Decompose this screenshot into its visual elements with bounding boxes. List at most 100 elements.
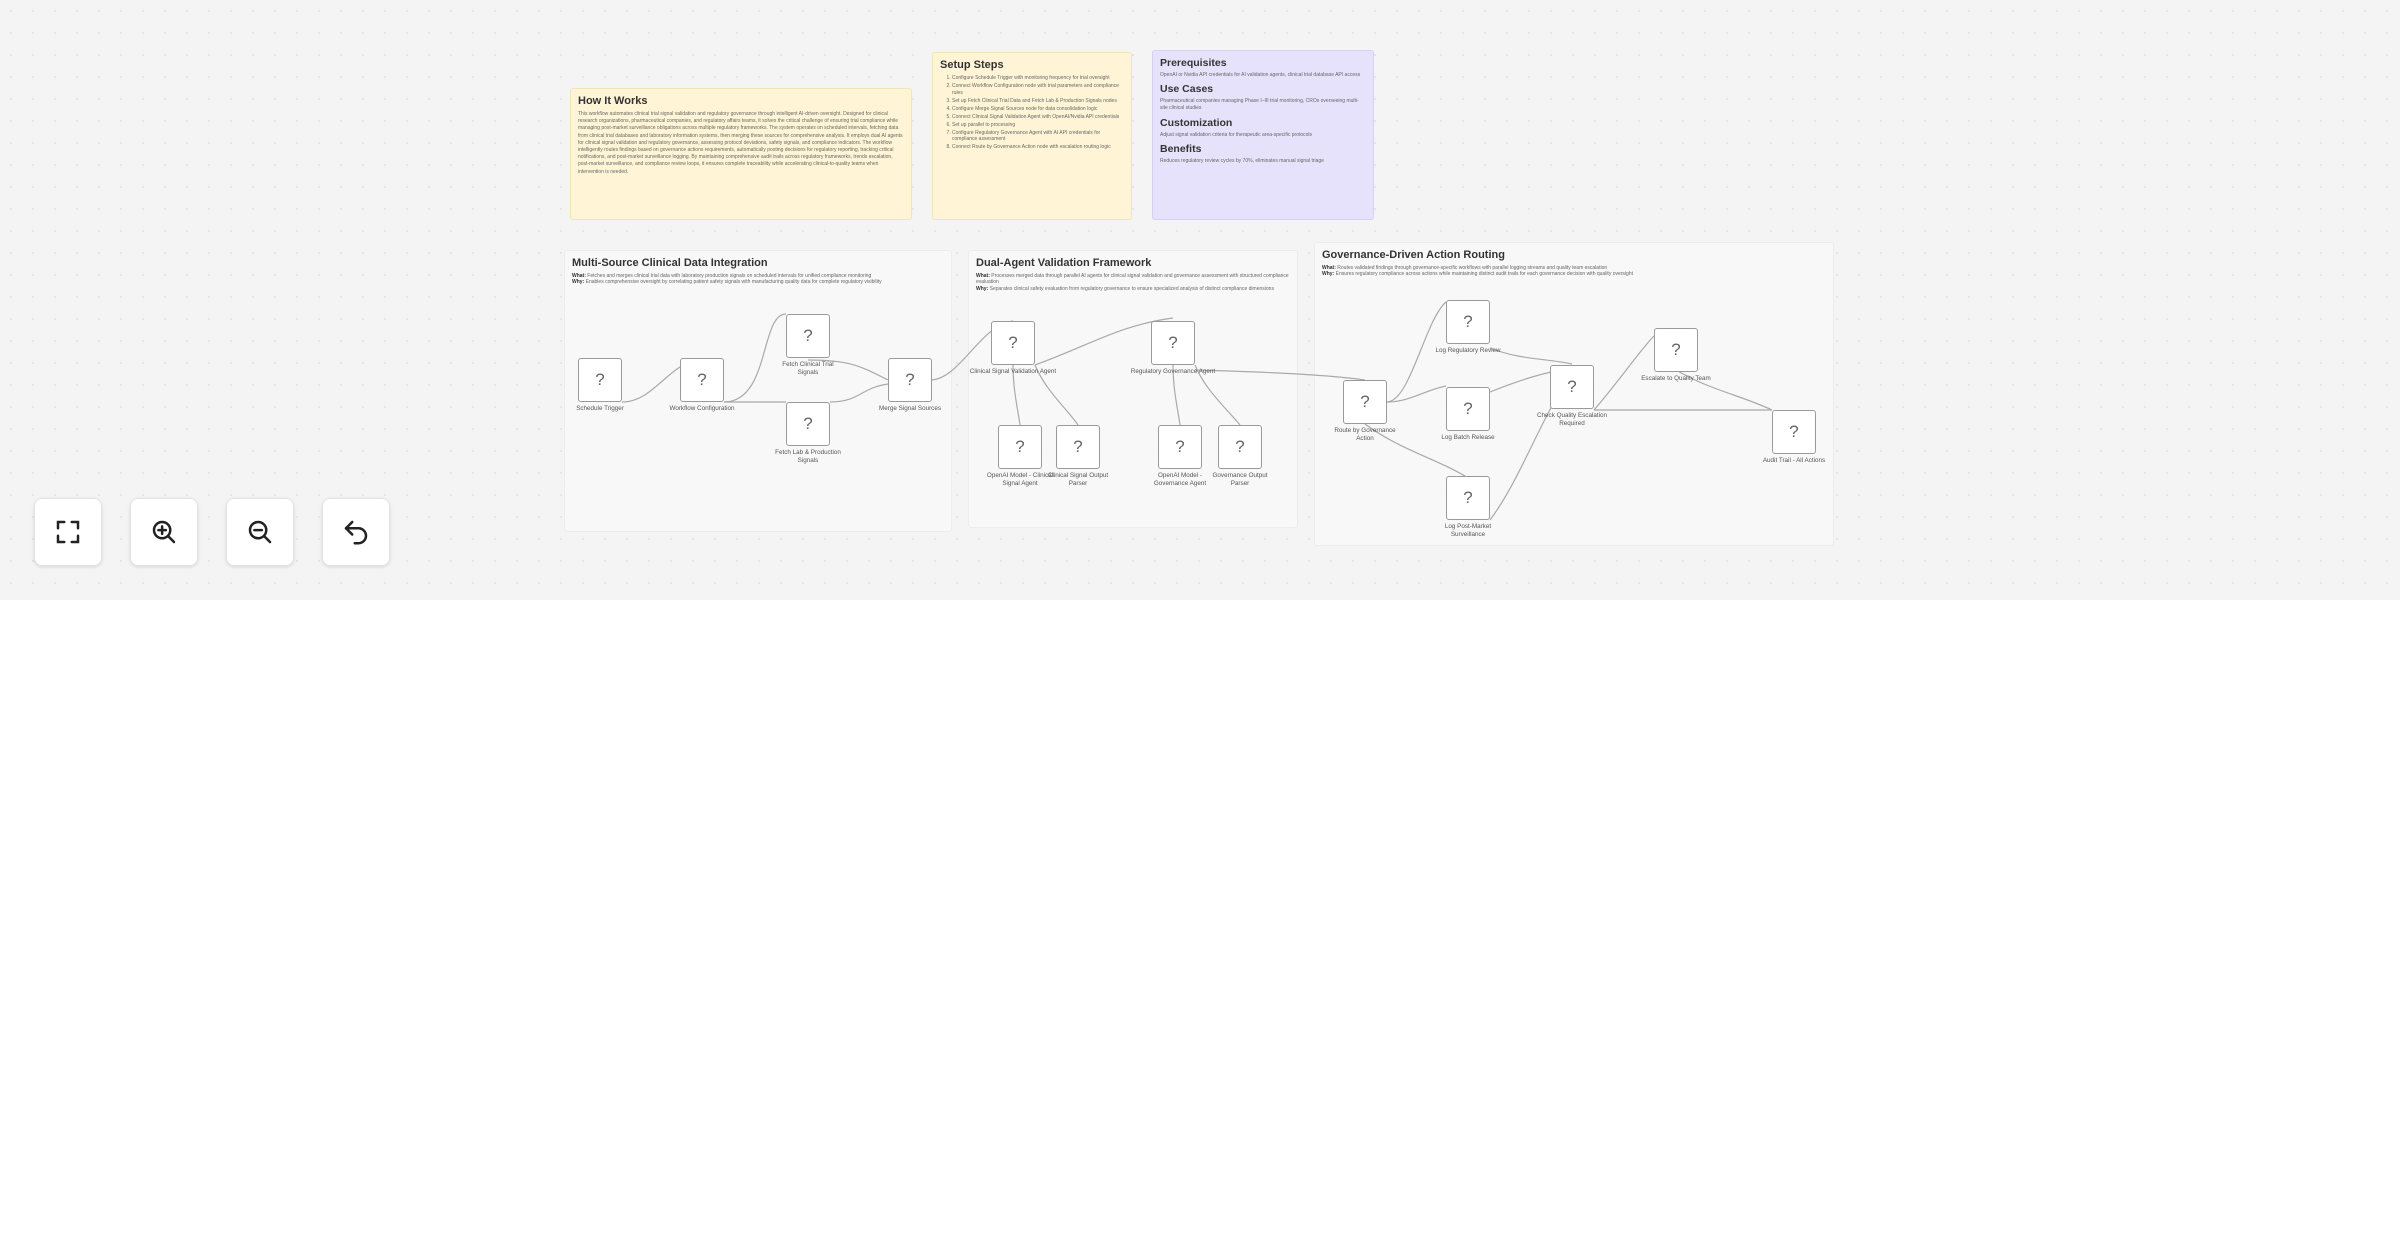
unknown-node-icon: ?	[1168, 333, 1178, 352]
node-label: Fetch Lab & Production Signals	[775, 449, 841, 464]
node-label: OpenAI Model - Clinical Signal Agent	[986, 472, 1054, 487]
unknown-node-icon: ?	[1567, 377, 1577, 396]
benefits-title: Benefits	[1160, 142, 1202, 155]
unknown-node-icon: ?	[1463, 399, 1473, 418]
log-batch-release-node[interactable]: ? Log Batch Release	[1441, 387, 1495, 441]
unknown-node-icon: ?	[1463, 312, 1473, 331]
connection	[1172, 364, 1181, 426]
section-title: Dual-Agent Validation Framework	[976, 257, 1152, 269]
section-what: What: Fetches and merges clinical trial …	[572, 273, 872, 279]
unknown-node-icon: ?	[1235, 437, 1245, 456]
fit-view-icon	[56, 520, 80, 544]
section-why: Why: Ensures regulatory compliance acros…	[1322, 271, 1633, 278]
section-what: What: Routes validated findings through …	[1322, 265, 1608, 271]
connection	[1194, 369, 1366, 381]
zoom-out-button[interactable]	[226, 498, 294, 566]
node-label: Fetch Clinical Trial Signals	[782, 361, 834, 376]
clinical-signal-output-parser-node[interactable]: ? Clinical Signal Output Parser	[1048, 425, 1108, 487]
unknown-node-icon: ?	[905, 370, 915, 389]
governance-output-parser-node[interactable]: ? Governance Output Parser	[1213, 425, 1267, 487]
connection	[723, 313, 787, 403]
setup-steps-title: Setup Steps	[940, 59, 1004, 71]
section-validation-framework[interactable]: Dual-Agent Validation Framework What: Pr…	[968, 250, 1298, 528]
connection	[1034, 364, 1079, 426]
fetch-clinical-trial-signals-node[interactable]: ? Fetch Clinical Trial Signals	[782, 314, 834, 376]
section-data-integration[interactable]: Multi-Source Clinical Data Integration W…	[564, 250, 952, 532]
connection	[1012, 364, 1021, 426]
schedule-trigger-node[interactable]: ? Schedule Trigger	[576, 358, 624, 412]
node-label: Clinical Signal Validation Agent	[969, 368, 1057, 375]
connection	[1489, 347, 1573, 365]
fit-view-button[interactable]	[34, 498, 102, 566]
unknown-node-icon: ?	[1008, 333, 1018, 352]
section-why: Why: Separates clinical safety evaluatio…	[976, 285, 1274, 292]
unknown-node-icon: ?	[1671, 340, 1681, 359]
customization-body: Adjust signal validation criteria for th…	[1160, 131, 1313, 138]
node-label: OpenAI Model - Governance Agent	[1153, 472, 1207, 487]
how-it-works-note[interactable]: How It Works This workflow automates cli…	[570, 88, 912, 220]
unknown-node-icon: ?	[1073, 437, 1083, 456]
connection	[1675, 369, 1773, 411]
undo-icon	[344, 520, 368, 545]
connection	[1593, 335, 1655, 411]
unknown-node-icon: ?	[595, 370, 605, 389]
zoom-out-icon	[248, 520, 272, 544]
prerequisites-title: Prerequisites	[1160, 57, 1227, 69]
regulatory-governance-agent-node[interactable]: ? Regulatory Governance Agent	[1131, 321, 1215, 375]
node-label: Check Quality Escalation Required	[1537, 412, 1607, 427]
workflow-configuration-node[interactable]: ? Workflow Configuration	[670, 358, 734, 412]
node-label: Log Batch Release	[1441, 434, 1495, 441]
route-by-governance-action-node[interactable]: ? Route by Governance Action	[1334, 380, 1396, 442]
info-note[interactable]: Prerequisites OpenAI or Nvidia API crede…	[1152, 50, 1374, 220]
benefits-body: Reduces regulatory review cycles by 70%,…	[1160, 157, 1324, 164]
setup-step: Configure Schedule Trigger with monitori…	[952, 75, 1124, 82]
unknown-node-icon: ?	[1789, 422, 1799, 441]
connection	[1386, 301, 1447, 403]
node-label: Escalate to Quality Team	[1641, 375, 1711, 382]
undo-button[interactable]	[322, 498, 390, 566]
section-what: What: Processes merged data through para…	[976, 273, 1289, 286]
setup-step: Connect Clinical Signal Validation Agent…	[952, 114, 1124, 121]
node-label: Regulatory Governance Agent	[1130, 368, 1216, 375]
unknown-node-icon: ?	[1015, 437, 1025, 456]
unknown-node-icon: ?	[1175, 437, 1185, 456]
setup-steps-list: Configure Schedule Trigger with monitori…	[940, 75, 1124, 151]
node-label: Workflow Configuration	[669, 405, 735, 412]
unknown-node-icon: ?	[1463, 488, 1473, 507]
connection	[1194, 364, 1241, 426]
setup-step: Set up Fetch Clinical Trial Data and Fet…	[952, 98, 1124, 105]
audit-trail-node[interactable]: ?Audit Trail - All Actions	[1763, 410, 1825, 464]
openai-model-governance-node[interactable]: ? OpenAI Model - Governance Agent	[1154, 425, 1206, 487]
log-post-market-surveillance-node[interactable]: ? Log Post-Market Surveillance	[1445, 476, 1491, 538]
node-label: Schedule Trigger	[576, 405, 624, 412]
zoom-in-button[interactable]	[130, 498, 198, 566]
workflow-canvas[interactable]: How It Works This workflow automates cli…	[0, 0, 2400, 600]
escalate-to-quality-team-node[interactable]: ? Escalate to Quality Team	[1641, 328, 1711, 382]
check-quality-escalation-node[interactable]: ? Check Quality Escalation Required	[1537, 365, 1607, 427]
node-label: Route by Governance Action	[1334, 427, 1396, 442]
setup-step: Connect Workflow Configuration node with…	[952, 83, 1124, 96]
connection	[1034, 317, 1174, 366]
use-cases-title: Use Cases	[1160, 83, 1214, 96]
node-label: Governance Output Parser	[1212, 472, 1268, 487]
setup-steps-note[interactable]: Setup Steps Configure Schedule Trigger w…	[932, 52, 1132, 220]
unknown-node-icon: ?	[697, 370, 707, 389]
setup-step: Configure Merge Signal Sources node for …	[952, 106, 1124, 113]
node-label: Clinical Signal Output Parser	[1047, 472, 1109, 487]
connection	[829, 383, 889, 403]
clinical-signal-validation-agent-node[interactable]: ? Clinical Signal Validation Agent	[970, 321, 1056, 375]
how-it-works-body: This workflow automates clinical trial s…	[578, 111, 903, 175]
log-regulatory-review-node[interactable]: ?Log Regulatory Review	[1435, 300, 1501, 354]
fetch-lab-production-signals-node[interactable]: ? Fetch Lab & Production Signals	[775, 402, 841, 464]
customization-title: Customization	[1160, 116, 1233, 129]
merge-signal-sources-node[interactable]: ?Merge Signal Sources	[879, 358, 941, 412]
unknown-node-icon: ?	[1360, 392, 1370, 411]
prerequisites-body: OpenAI or Nvidia API credentials for AI …	[1160, 72, 1361, 78]
node-label: Log Post-Market Surveillance	[1444, 523, 1492, 538]
setup-step: Configure Regulatory Governance Agent wi…	[952, 130, 1124, 143]
unknown-node-icon: ?	[803, 326, 813, 345]
unknown-node-icon: ?	[803, 414, 813, 433]
use-cases-body: Pharmaceutical companies managing Phase …	[1160, 98, 1359, 112]
how-it-works-title: How It Works	[578, 95, 648, 107]
openai-model-clinical-node[interactable]: ? OpenAI Model - Clinical Signal Agent	[987, 425, 1053, 487]
